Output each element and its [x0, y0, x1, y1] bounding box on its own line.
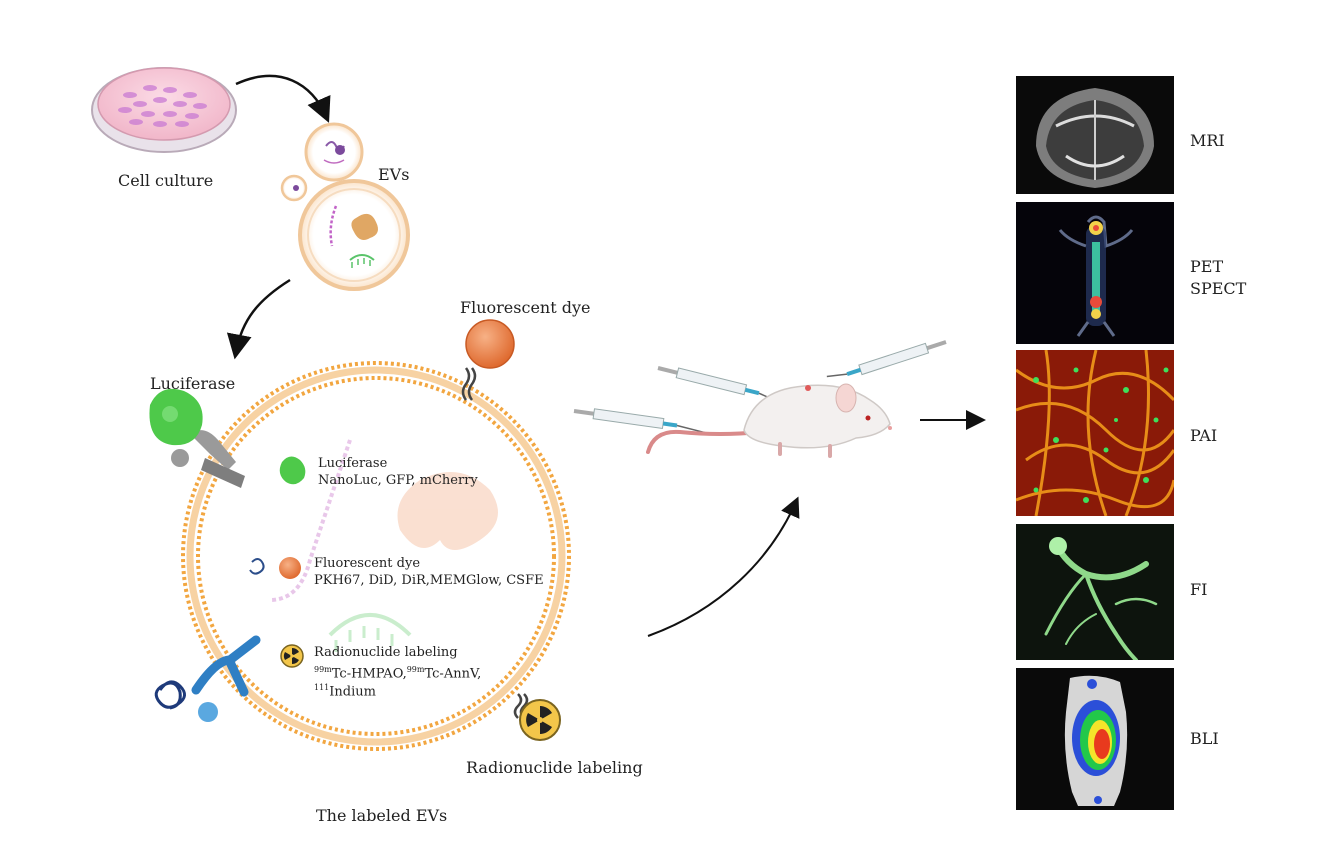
arrow-to-evs: [235, 74, 331, 123]
bli-label: BLI: [1190, 729, 1219, 748]
luciferase-small-icon: [279, 456, 306, 485]
fi-image: [1016, 524, 1174, 660]
ev-vesicles-icon: [280, 122, 410, 291]
inner-luciferase-title: Luciferase: [318, 456, 388, 471]
mouse-icon: [646, 383, 892, 458]
inner-luciferase-items: NanoLuc, GFP, mCherry: [318, 473, 478, 488]
pai-label: PAI: [1190, 426, 1218, 445]
radionuclide-labeling-label: Radionuclide labeling: [466, 758, 643, 777]
petri-dish-icon: [91, 67, 237, 153]
ev-cargo-faint: [269, 439, 498, 652]
fi-label: FI: [1190, 580, 1208, 599]
spect-label: SPECT: [1190, 279, 1247, 298]
luciferase-label: Luciferase: [150, 374, 236, 393]
mri-image: [1016, 76, 1174, 194]
antibody-tag-icon: [154, 635, 261, 722]
pet-label: PET: [1190, 257, 1224, 276]
arrow-to-labeled-ev: [226, 278, 291, 360]
fluorescent-dye-label: Fluorescent dye: [460, 298, 591, 317]
evs-label: EVs: [378, 165, 410, 184]
radionuclide-icon: [513, 693, 561, 741]
dye-small-icon: [249, 557, 301, 579]
radiation-small-icon: [280, 644, 304, 668]
inner-dye-items: PKH67, DiD, DiR,MEMGlow, CSFE: [314, 573, 544, 588]
syringe-icon: [573, 340, 947, 436]
inner-radio-items: 99mTc-HMPAO,99mTc-AnnV,: [314, 665, 482, 682]
cell-culture-label: Cell culture: [118, 171, 214, 190]
inner-dye-title: Fluorescent dye: [314, 556, 421, 571]
labeled-evs-caption: The labeled EVs: [316, 806, 448, 825]
luciferase-protein-icon: [149, 388, 245, 488]
pai-image: [1016, 350, 1174, 516]
pet-spect-image: [1016, 202, 1174, 344]
inner-radio-items-2: 111Indium: [314, 683, 376, 700]
mri-label: MRI: [1190, 131, 1225, 150]
fluorescent-dye-icon: [461, 319, 515, 401]
bli-image: [1016, 668, 1174, 810]
arrow-to-mouse: [647, 496, 800, 637]
inner-radio-title: Radionuclide labeling: [314, 645, 458, 660]
